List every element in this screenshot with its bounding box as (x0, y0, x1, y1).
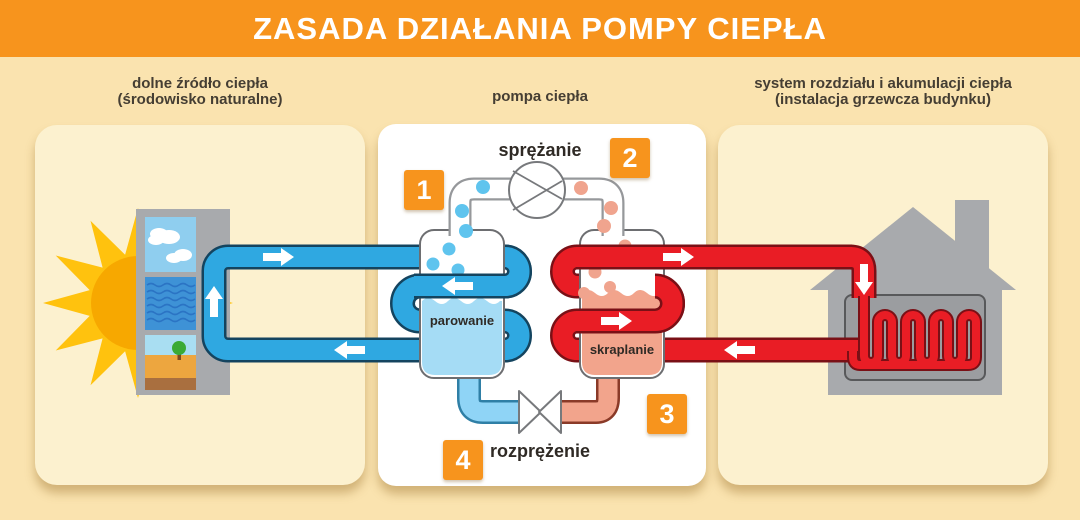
flow-arrow-source-up (205, 286, 223, 317)
flow-arrow-condenser (601, 312, 632, 330)
step-badge-4: 4 (443, 440, 483, 480)
water-tile-icon (145, 277, 196, 330)
label-expansion: rozprężenie (489, 441, 591, 461)
expansion-valve-icon (518, 390, 562, 434)
flow-arrow-source-return (334, 341, 365, 359)
step-badge-1: 1 (404, 170, 444, 210)
ground-tile-icon (145, 335, 196, 390)
radiator-coil-pipe (847, 296, 982, 371)
step-badge-3: 3 (647, 394, 687, 434)
expansion-pipes (457, 372, 620, 424)
source-label-line1: dolne źródło ciepła (132, 75, 268, 92)
flow-arrow-house-return (724, 341, 755, 359)
flow-arrow-house-down (855, 264, 873, 295)
column-label-distribution: system rozdziału i akumulacji ciepła (in… (718, 76, 1048, 108)
evaporator-vessel (419, 229, 505, 379)
pump-label-line1: pompa ciepła (492, 88, 588, 105)
front-pipe-segments (414, 244, 852, 334)
distribution-label-line2: (instalacja grzewcza budynku) (775, 90, 991, 108)
label-condensation: skraplanie (589, 342, 655, 357)
flow-arrow-evaporator (442, 277, 473, 295)
label-evaporation: parowanie (429, 313, 495, 328)
title-bar: ZASADA DZIAŁANIA POMPY CIEPŁA (0, 0, 1080, 57)
column-label-source: dolne źródło ciepła (środowisko naturaln… (35, 76, 365, 108)
flow-arrow-to-house (663, 248, 694, 266)
source-label-line2: (środowisko naturalne) (117, 90, 283, 108)
sky-tile-icon (145, 217, 196, 272)
step-badge-2: 2 (610, 138, 650, 178)
page-title: ZASADA DZIAŁANIA POMPY CIEPŁA (253, 10, 827, 46)
flow-arrow-source-top (263, 248, 294, 266)
distribution-label-line1: system rozdziału i akumulacji ciepła (754, 75, 1012, 92)
flow-arrows (205, 248, 873, 359)
column-label-pump: pompa ciepła (375, 89, 705, 105)
label-compression: sprężanie (498, 140, 582, 160)
compressor-icon (508, 161, 566, 219)
